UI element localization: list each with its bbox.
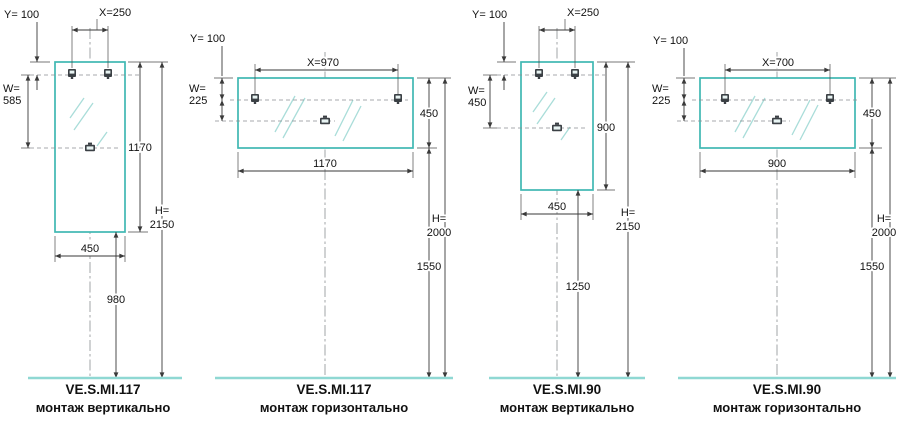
dim-w-value: 225: [652, 95, 670, 107]
dim-h-value: 2000: [872, 227, 896, 239]
dim-w-label: W=: [3, 83, 20, 95]
dimension-labels: Y= 100 X=250 W= 585 1170 H= 2150 450 980: [1, 5, 176, 308]
diagram-panel-90-horizontal: Y= 100 X=700 W= 225 450 900 H= 2000 1550…: [650, 33, 898, 415]
dim-x-spacing: X=250: [567, 7, 599, 19]
dim-mirror-width: 450: [548, 201, 566, 213]
mirror-reflection-hatch: [532, 91, 571, 141]
dim-y-offset: Y= 100: [190, 33, 225, 45]
dim-mirror-height: 450: [420, 108, 438, 120]
dim-w-value: 450: [468, 97, 486, 109]
dim-x-spacing: X=970: [307, 57, 339, 69]
dim-mirror-height: 1170: [128, 142, 152, 154]
model-label: VE.S.MI.117: [296, 382, 371, 397]
dim-mirror-height: 900: [597, 122, 615, 134]
dim-bottom-offset: 1550: [860, 261, 884, 273]
dim-bottom-offset: 1550: [417, 261, 441, 273]
dimension-lines: [676, 48, 896, 378]
diagram-panel-90-vertical: Y= 100 X=250 W= 450 900 H= 2150 450 1250…: [466, 5, 645, 415]
dim-h-label: H=: [621, 207, 635, 219]
mounting-label: монтаж вертикально: [36, 400, 171, 415]
dim-y-offset: Y= 100: [653, 35, 688, 47]
dim-bottom-offset: 1250: [566, 281, 590, 293]
diagram-panel-117-horizontal: Y= 100 X=970 W= 225 450 1170 H= 2000 155…: [187, 31, 453, 415]
dim-y-offset: Y= 100: [4, 9, 39, 21]
mirror-outline: [237, 77, 414, 149]
dimension-labels: Y= 100 X=250 W= 450 900 H= 2150 450 1250: [466, 5, 642, 295]
dim-w-value: 225: [189, 95, 207, 107]
dimension-lines: [483, 19, 635, 378]
dim-w-label: W=: [652, 83, 669, 95]
dim-y-offset: Y= 100: [472, 9, 507, 21]
dim-h-value: 2150: [150, 219, 174, 231]
dim-mirror-height: 450: [863, 108, 881, 120]
dim-w-value: 585: [3, 95, 21, 107]
dim-mirror-width: 1170: [313, 158, 337, 170]
dim-h-label: H=: [432, 213, 446, 225]
dim-w-label: W=: [189, 83, 206, 95]
model-label: VE.S.MI.90: [753, 382, 821, 397]
dimension-lines: [214, 46, 451, 378]
dimension-lines: [21, 19, 168, 378]
dim-h-value: 2000: [427, 227, 451, 239]
dim-h-value: 2150: [616, 221, 640, 233]
dim-mirror-width: 450: [81, 243, 99, 255]
mirror-reflection-hatch: [274, 95, 362, 142]
diagram-panel-117-vertical: Y= 100 X=250 W= 585 1170 H= 2150 450 980…: [1, 5, 182, 415]
dim-mirror-width: 900: [768, 158, 786, 170]
mounting-label: монтаж вертикально: [500, 400, 635, 415]
mounting-label: монтаж горизонтально: [260, 400, 408, 415]
mirror-reflection-hatch: [69, 97, 108, 147]
model-label: VE.S.MI.90: [533, 382, 601, 397]
dimension-labels: Y= 100 X=700 W= 225 450 900 H= 2000 1550: [650, 33, 898, 275]
mirror-outline: [699, 77, 856, 149]
dim-h-label: H=: [877, 213, 891, 225]
dimension-labels: Y= 100 X=970 W= 225 450 1170 H= 2000 155…: [187, 31, 453, 275]
mirror-reflection-hatch: [734, 95, 819, 141]
dim-x-spacing: X=250: [99, 7, 131, 19]
dim-h-label: H=: [155, 205, 169, 217]
dim-bottom-offset: 980: [107, 294, 125, 306]
mounting-label: монтаж горизонтально: [713, 400, 861, 415]
dim-w-label: W=: [468, 85, 485, 97]
model-label: VE.S.MI.117: [65, 382, 140, 397]
dim-x-spacing: X=700: [762, 57, 794, 69]
